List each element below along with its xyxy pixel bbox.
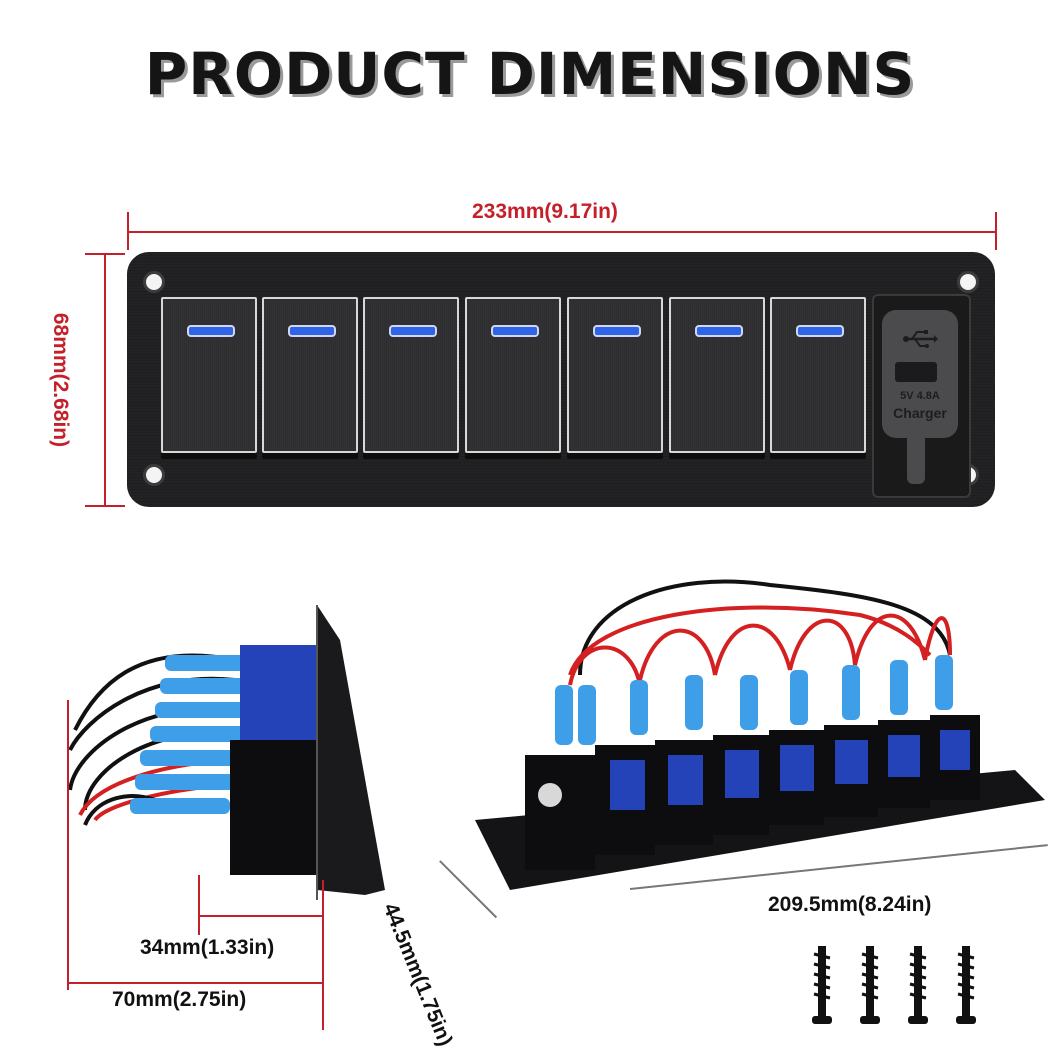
width-dimension-line bbox=[127, 231, 995, 233]
width-dimension-right-tick bbox=[995, 212, 997, 250]
length-dimension-label: 209.5mm(8.24in) bbox=[768, 893, 932, 916]
depth-dimension-label: 44.5mm(1.75in) bbox=[378, 900, 457, 1050]
usb-cap-tab bbox=[907, 436, 925, 484]
screw-icon bbox=[908, 946, 928, 1024]
switch-led bbox=[288, 325, 336, 337]
rocker-switch-1 bbox=[161, 297, 257, 453]
usb-charger-module: 5V 4.8A Charger bbox=[872, 294, 971, 498]
switch-panel-front: 5V 4.8A Charger bbox=[127, 252, 995, 507]
total-depth-label: 70mm(2.75in) bbox=[112, 988, 247, 1011]
mounting-hole-top-left bbox=[143, 271, 165, 293]
usb-charger-label: Charger bbox=[893, 405, 947, 421]
total-depth-tick-left bbox=[67, 700, 69, 990]
switch-depth-tick-left bbox=[198, 875, 200, 935]
width-dimension-label: 233mm(9.17in) bbox=[472, 200, 618, 223]
switch-led bbox=[187, 325, 235, 337]
panel-face-line bbox=[322, 880, 324, 1030]
height-dimension-label: 68mm(2.68in) bbox=[49, 312, 72, 448]
switch-led bbox=[695, 325, 743, 337]
switch-led bbox=[593, 325, 641, 337]
switch-depth-line bbox=[198, 915, 322, 917]
rocker-switch-4 bbox=[465, 297, 561, 453]
screw-icon bbox=[860, 946, 880, 1024]
mounting-hole-bottom-left bbox=[143, 464, 165, 486]
page-title: PRODUCT DIMENSIONS bbox=[144, 40, 916, 108]
usb-icon bbox=[903, 330, 938, 348]
screw-icon bbox=[812, 946, 832, 1024]
height-dimension-line bbox=[104, 253, 106, 505]
usb-rating-label: 5V 4.8A bbox=[900, 390, 940, 402]
mounting-hole-top-right bbox=[957, 271, 979, 293]
switch-led bbox=[491, 325, 539, 337]
rocker-switch-5 bbox=[567, 297, 663, 453]
rocker-switch-2 bbox=[262, 297, 358, 453]
mounting-screws bbox=[812, 946, 976, 1024]
screw-icon bbox=[956, 946, 976, 1024]
height-dimension-bottom-tick bbox=[85, 505, 125, 507]
rocker-switch-3 bbox=[363, 297, 459, 453]
voltmeter-display bbox=[895, 362, 937, 382]
total-depth-line bbox=[67, 982, 322, 984]
rocker-switch-6 bbox=[669, 297, 765, 453]
rocker-switch-7 bbox=[770, 297, 866, 453]
switch-depth-label: 34mm(1.33in) bbox=[140, 936, 275, 959]
switch-led bbox=[389, 325, 437, 337]
switch-led bbox=[796, 325, 844, 337]
usb-charger-cap: 5V 4.8A Charger bbox=[882, 310, 958, 438]
back-view-illustration bbox=[475, 579, 1045, 890]
side-view-illustration bbox=[68, 605, 385, 900]
